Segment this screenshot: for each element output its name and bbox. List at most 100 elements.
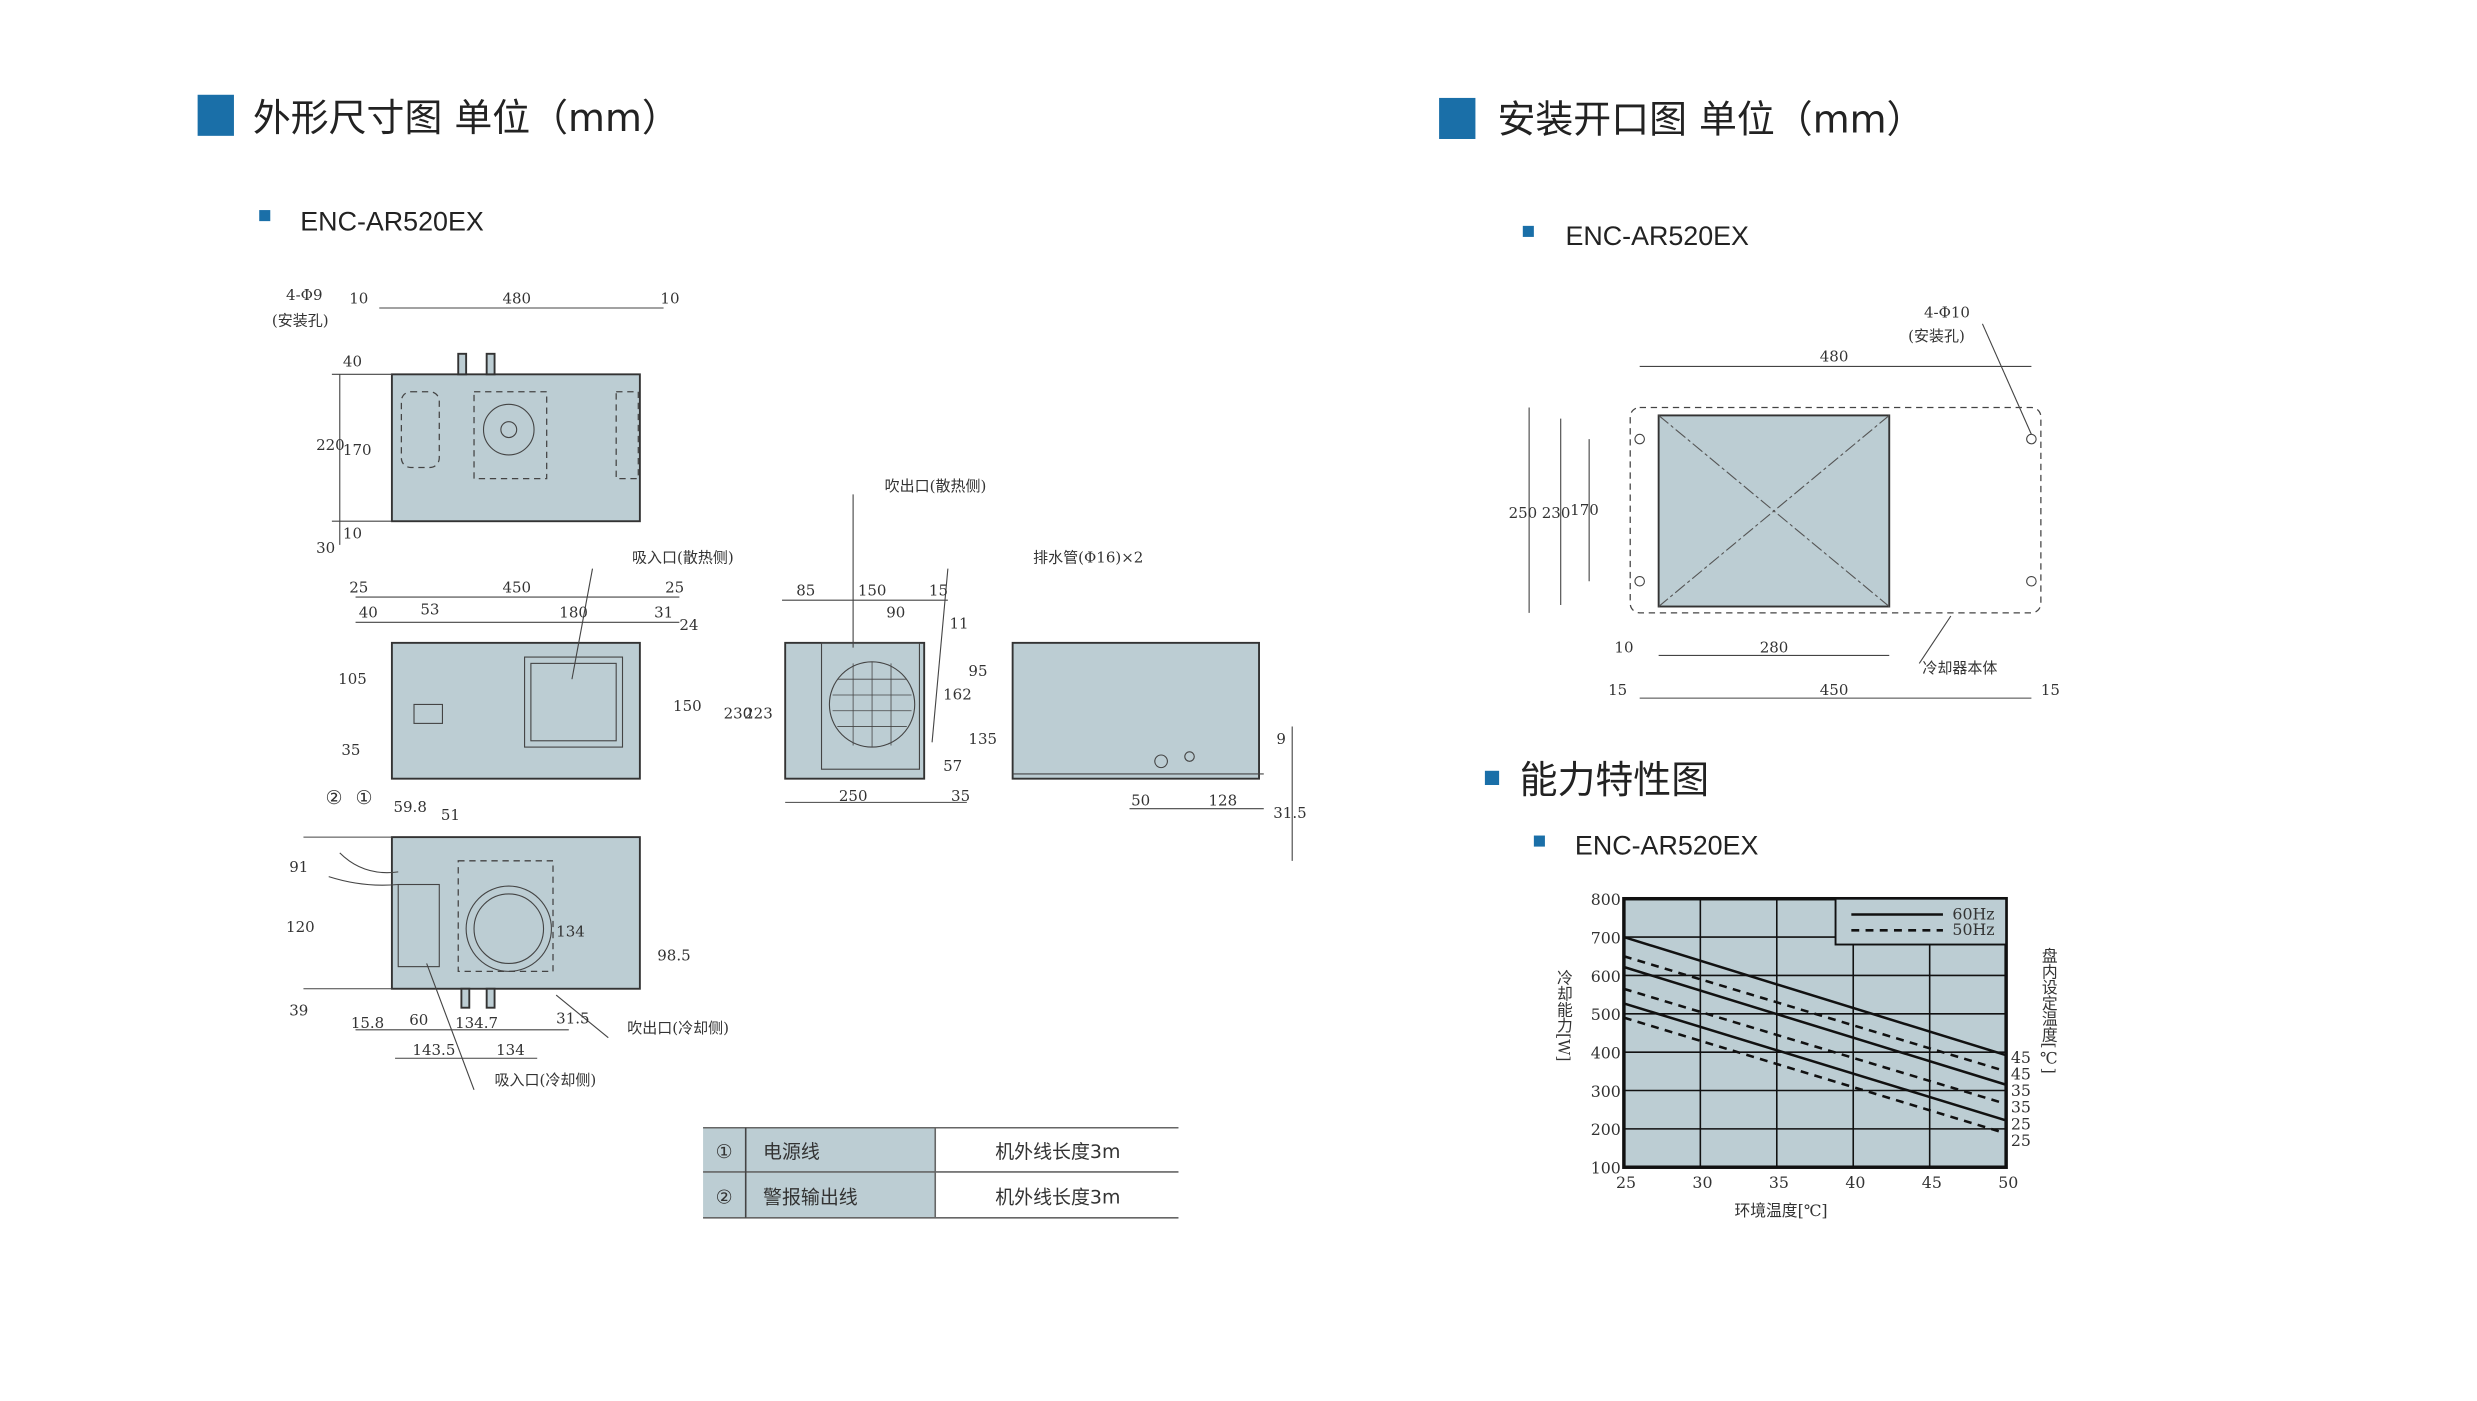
cable-marker: ① [356,787,373,809]
dim-label: 450 [1820,681,1849,699]
outline-model: ENC-AR520EX [300,207,484,237]
setpoint-label: 25 [2011,1131,2031,1150]
dim-label: 31.5 [1273,804,1306,822]
dim-label: 40 [359,604,378,622]
dim-label: 53 [420,600,439,618]
cable-name: 电源线 [763,1141,820,1163]
x-tick-label: 30 [1692,1173,1712,1192]
dim-label: 128 [1208,792,1237,810]
y-tick-label: 300 [1591,1082,1621,1101]
dim-label: 59.8 [393,798,426,816]
dim-label: 170 [343,441,372,459]
dim-label: 4-Φ9 [286,286,322,304]
dim-label: 230 [724,705,753,723]
dim-label: 11 [949,615,968,633]
x-tick-label: 25 [1616,1173,1636,1192]
cutout-drawing [1528,323,2042,699]
x-tick-label: 50 [1998,1173,2018,1192]
dim-label: 30 [316,539,335,557]
dim-label: 24 [679,616,698,634]
dim-label: 10 [1614,638,1633,656]
y-tick-label: 400 [1591,1043,1621,1062]
side-view-drawing [782,494,967,803]
dim-label: 15 [929,581,948,599]
dim-label: 150 [673,697,702,715]
cable-spec: 机外线长度3m [995,1187,1120,1209]
row-number: ② [716,1187,733,1209]
right-view-drawing [1011,641,1293,861]
dimension-labels: 4-Φ9 (安装孔) 10 480 10 40 220 170 10 30 25… [272,286,1307,1089]
dim-label: 57 [943,757,962,775]
series-line-60Hz-35 [1623,965,2007,1086]
y-tick-label: 500 [1591,1005,1621,1024]
dim-label: 250 [839,787,868,805]
dim-label: 吹出口(冷却侧) [627,1019,729,1037]
legend-label: 50Hz [1952,920,1994,939]
dim-label: 15 [1608,681,1627,699]
setpoint-label: 45 [2011,1065,2031,1084]
top-view-drawing [331,307,664,545]
dim-label: 480 [502,289,531,307]
dim-label: 吸入口(散热侧) [632,548,734,566]
y-tick-label: 800 [1591,890,1621,909]
bullet [1484,770,1500,786]
cutout-title: 安装开口图 单位（mm） [1498,98,1925,142]
dim-label: 170 [1570,501,1599,519]
legend-label: 60Hz [1952,904,1994,923]
setpoint-label: 45 [2011,1048,2031,1067]
dim-label: 162 [943,686,972,704]
dim-label: 冷却器本体 [1922,659,1997,677]
series-line-60Hz-45 [1623,935,2007,1057]
dim-label: 480 [1820,348,1849,366]
dim-label: 250 [1509,504,1538,522]
dim-label: 134.7 [455,1014,498,1032]
dim-label: 25 [665,578,684,596]
dim-label: 150 [858,581,887,599]
y-tick-label: 100 [1591,1159,1621,1178]
series-line-50Hz-45 [1623,955,2007,1073]
y-tick-label: 600 [1591,967,1621,986]
dim-label: 280 [1760,638,1789,656]
dim-label: 85 [796,581,815,599]
dim-label: 35 [341,741,360,759]
dim-label: 吸入口(冷却侧) [495,1071,597,1089]
bottom-view-drawing [303,836,641,1091]
dim-label: 15 [2041,681,2060,699]
bullet [259,210,271,222]
dim-label: 134 [556,923,585,941]
dim-label: 91 [289,858,308,876]
series-line-60Hz-25 [1623,1002,2007,1122]
dim-label: 31 [654,604,673,622]
dim-label: 9 [1276,730,1286,748]
bullet [1533,835,1545,847]
section-marker [1439,97,1476,139]
dim-label: 220 [316,436,345,454]
dim-label: 10 [343,525,362,543]
dim-label: 135 [968,730,997,748]
y-tick-label: 700 [1591,928,1621,947]
dim-label: 105 [338,670,367,688]
cable-spec: 机外线长度3m [995,1141,1120,1163]
y2-axis-label: 盘内设定温度[℃] [2039,947,2058,1074]
dim-label: 51 [441,806,460,824]
setpoint-label: 35 [2011,1098,2031,1117]
row-number: ① [716,1141,733,1163]
dim-label: 98.5 [657,946,690,964]
dim-label: 95 [968,662,987,680]
dim-label: 230 [1542,504,1571,522]
x-tick-label: 35 [1769,1173,1789,1192]
dim-label: 排水管(Φ16)×2 [1033,548,1143,566]
dim-label: 31.5 [556,1010,589,1028]
table-row: ① 电源线 机外线长度3m [716,1141,1121,1163]
outline-title: 外形尺寸图 单位（mm） [253,96,680,140]
chart-title: 能力特性图 [1520,758,1709,802]
x-tick-label: 45 [1922,1173,1942,1192]
x-axis-label: 环境温度[℃] [1734,1201,1827,1220]
dim-label: 40 [343,352,362,370]
dim-label: 35 [951,787,970,805]
chart-model: ENC-AR520EX [1575,830,1759,860]
cable-marker: ② [326,787,343,809]
dim-label: 134 [496,1041,525,1059]
